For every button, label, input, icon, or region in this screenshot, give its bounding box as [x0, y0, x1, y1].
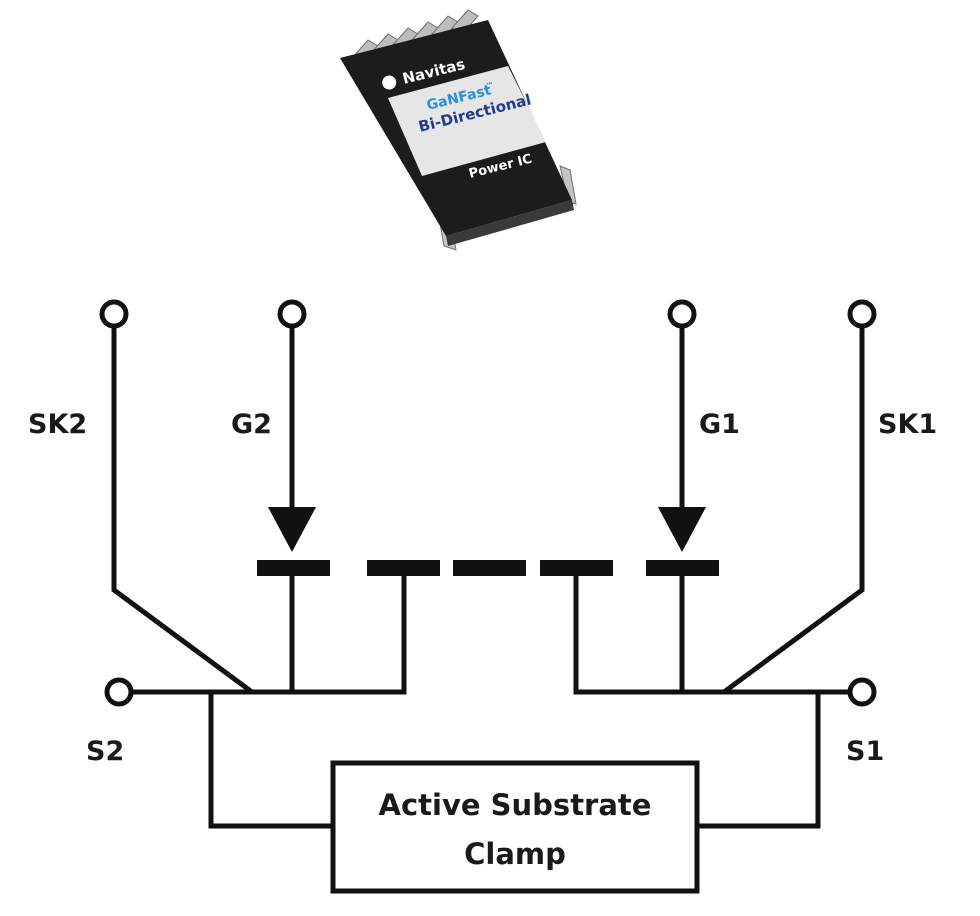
label-s2: S2: [86, 736, 124, 767]
gate-bar-g2: [257, 560, 330, 576]
channel-bar-4: [540, 560, 613, 576]
label-g1: G1: [699, 409, 740, 440]
wire-s1-rail: [573, 576, 849, 695]
label-sk2: SK2: [28, 409, 87, 440]
wire-sk1: [722, 327, 865, 695]
clamp-label-line1: Active Substrate: [379, 788, 652, 822]
channel-bar-3: [453, 560, 526, 576]
wire-clamp-left: [208, 692, 333, 829]
gate-bar-g1: [646, 560, 719, 576]
channel-bars: [257, 560, 719, 576]
terminal-sk1: [847, 299, 877, 329]
terminal-g1: [667, 299, 697, 329]
wire-s2-rail: [131, 576, 407, 695]
label-sk1: SK1: [878, 409, 937, 440]
arrow-g1-icon: [658, 507, 706, 552]
clamp-box: [330, 760, 700, 894]
chip-body-edge: [446, 200, 574, 246]
channel-bar-2: [367, 560, 440, 576]
wires: [111, 327, 865, 829]
navitas-logo-icon: [382, 75, 397, 90]
label-s1: S1: [846, 736, 884, 767]
chip-trademark: ™: [485, 80, 495, 91]
clamp-label-line2: Clamp: [464, 837, 566, 871]
wire-clamp-right: [697, 692, 821, 829]
terminal-sk2: [99, 299, 129, 329]
chip-label-panel: [388, 66, 546, 176]
terminal-g2: [277, 299, 307, 329]
arrow-g2-icon: [268, 507, 316, 552]
wire-sk2: [111, 327, 254, 695]
label-g2: G2: [231, 409, 272, 440]
chip-package-image: Navitas GaNFast ™ Bi-Directional Power I…: [340, 9, 577, 251]
terminal-s1: [847, 677, 877, 707]
terminal-s2: [104, 677, 134, 707]
